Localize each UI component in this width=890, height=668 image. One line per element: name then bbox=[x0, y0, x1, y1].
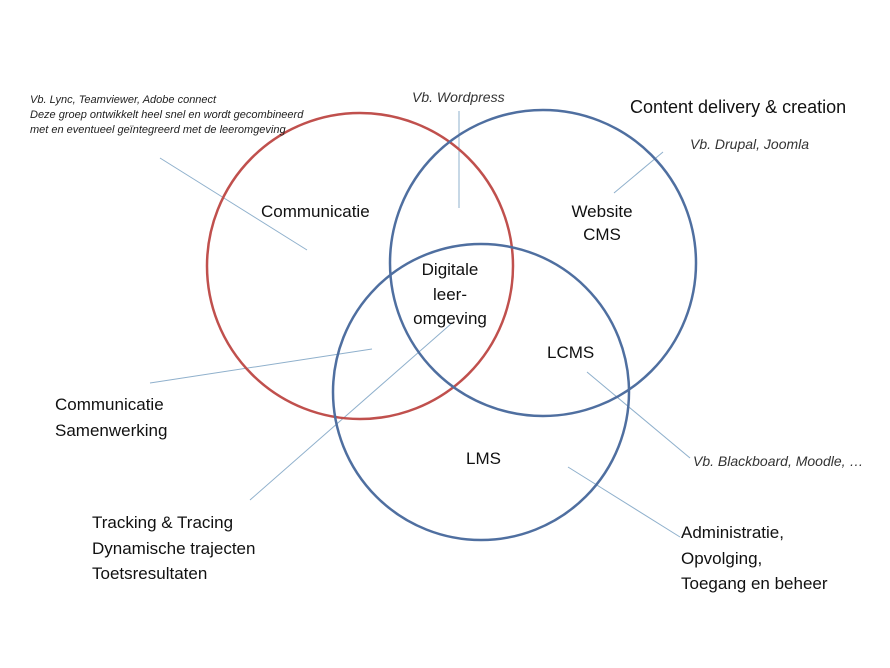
website-circle bbox=[388, 108, 698, 418]
region-cms: CMS bbox=[583, 224, 621, 244]
region-digitale: Digitale bbox=[421, 260, 479, 279]
region-omgeving: omgeving bbox=[413, 309, 487, 329]
tracking-line-3: Toetsresultaten bbox=[92, 564, 208, 583]
blackboard-note: Vb. Blackboard, Moodle, … bbox=[693, 453, 864, 469]
tracking-label: Tracking & Tracing Dynamische trajecten … bbox=[92, 510, 255, 587]
comm-examples-note: Vb. Lync, Teamviewer, Adobe connect Deze… bbox=[30, 93, 303, 138]
leader-blackboard bbox=[586, 371, 691, 459]
drupal-note: Vb. Drupal, Joomla bbox=[690, 136, 810, 152]
tracking-line-1: Tracking & Tracing bbox=[92, 513, 234, 532]
region-website: Website bbox=[571, 202, 633, 221]
region-lcms: LCMS bbox=[547, 343, 595, 362]
leader-tracking bbox=[249, 322, 453, 501]
region-lms: LMS bbox=[466, 449, 501, 468]
administratie-line-1: Administratie, bbox=[681, 523, 784, 542]
region-digitale-leeromgeving: Digitale leer- omgeving bbox=[400, 258, 500, 332]
comm-examples-line-3: met en eventueel geïntegreerd met de lee… bbox=[30, 123, 286, 136]
leader-comm-samenwerking bbox=[149, 348, 373, 384]
comm-samenwerking-line-1: Communicatie bbox=[55, 395, 164, 414]
tracking-line-2: Dynamische trajecten bbox=[92, 538, 256, 558]
content-delivery-label: Content delivery & creation bbox=[630, 97, 847, 117]
comm-examples-line-2: Deze groep ontwikkelt heel snel en wordt… bbox=[30, 108, 304, 121]
communicatie-circle bbox=[205, 111, 515, 421]
wordpress-note: Vb. Wordpress bbox=[412, 89, 505, 105]
region-website-cms: Website CMS bbox=[562, 201, 642, 247]
comm-samenwerking-label: Communicatie Samenwerking bbox=[55, 392, 167, 443]
region-leer: leer- bbox=[432, 284, 467, 304]
leader-comm-examples bbox=[159, 157, 308, 251]
administratie-line-3: Toegang en beheer bbox=[681, 574, 828, 593]
leader-administratie bbox=[567, 466, 681, 538]
administratie-label: Administratie, Opvolging, Toegang en beh… bbox=[681, 520, 828, 597]
comm-samenwerking-line-2: Samenwerking bbox=[55, 420, 168, 440]
comm-examples-line-1: Vb. Lync, Teamviewer, Adobe connect bbox=[30, 94, 217, 106]
lms-circle bbox=[331, 242, 631, 542]
administratie-line-2: Opvolging, bbox=[681, 548, 763, 568]
region-communicatie: Communicatie bbox=[261, 202, 370, 221]
